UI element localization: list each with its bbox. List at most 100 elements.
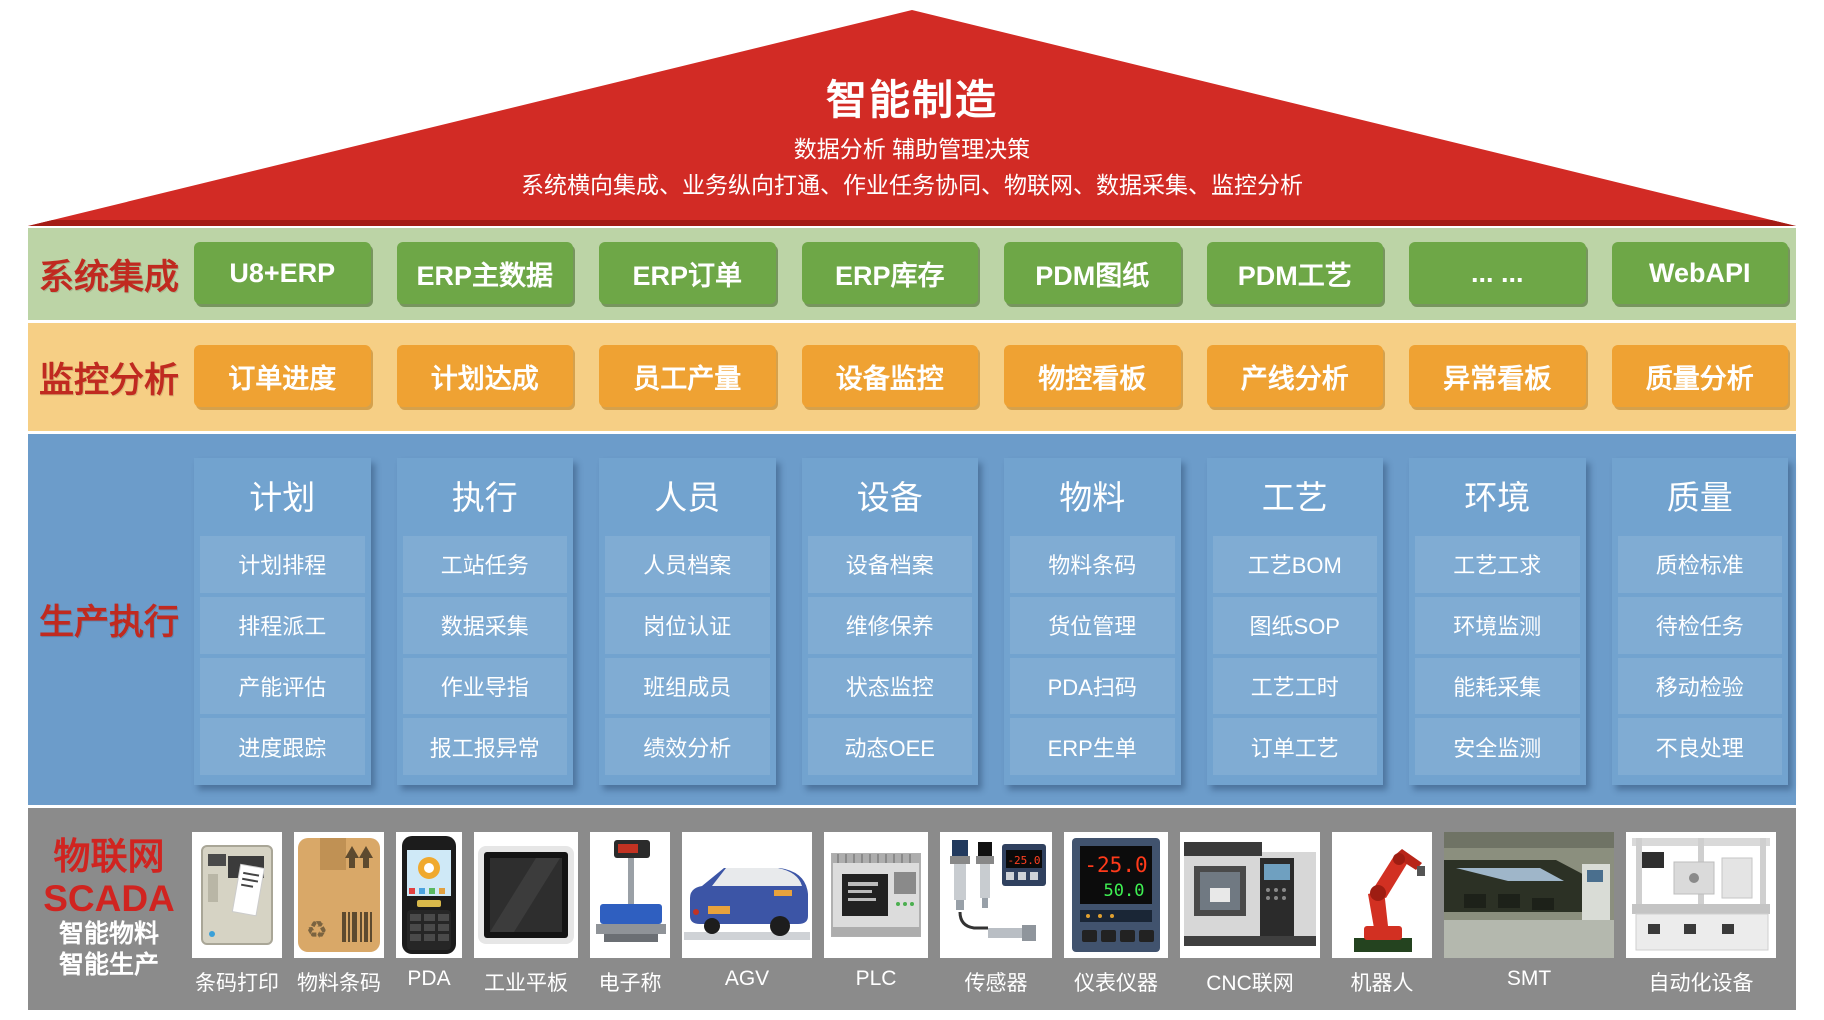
- execution-item: 工站任务: [402, 536, 567, 593]
- execution-columns: 计划计划排程排程派工产能评估进度跟踪执行工站任务数据采集作业导指报工报异常人员人…: [190, 434, 1796, 805]
- diagram-title: 智能制造: [826, 77, 998, 123]
- pda-icon: [396, 832, 462, 958]
- device-caption: PDA: [407, 967, 451, 990]
- monitoring-analysis-band: 监控分析 订单进度计划达成员工产量设备监控物控看板产线分析异常看板质量分析: [28, 323, 1796, 431]
- sensor-icon: -25.0: [940, 832, 1052, 958]
- industrial-tablet-icon: [474, 832, 578, 958]
- integration-item: ERP订单: [599, 242, 776, 304]
- monitoring-item: 设备监控: [801, 345, 978, 407]
- device-gallery: 条码打印 ♻物料条码 PDA 工业平板 电子称 AGV PLC -25.0 传感器 -25.0 50…: [190, 808, 1796, 1010]
- device-caption: CNC联网: [1206, 972, 1294, 995]
- monitoring-item: 订单进度: [194, 345, 371, 407]
- pyramid-section: 智能制造 数据分析 辅助管理决策 系统横向集成、业务纵向打通、作业任务协同、物联…: [28, 10, 1796, 226]
- integration-item: ERP库存: [801, 242, 978, 304]
- electronic-scale-icon: [590, 832, 670, 958]
- monitoring-item: 质量分析: [1611, 345, 1788, 407]
- production-execution-band: 生产执行 计划计划排程排程派工产能评估进度跟踪执行工站任务数据采集作业导指报工报…: [28, 434, 1796, 805]
- execution-item: 计划排程: [200, 536, 365, 593]
- integration-item: PDM图纸: [1004, 242, 1181, 304]
- device-caption: AGV: [724, 967, 770, 990]
- device-item: CNC联网: [1180, 832, 1320, 997]
- device-caption: 自动化设备: [1648, 972, 1754, 995]
- device-caption: 工业平板: [484, 972, 568, 995]
- execution-item: 不良处理: [1617, 718, 1782, 775]
- device-item: PLC: [824, 832, 928, 991]
- execution-column: 执行工站任务数据采集作业导指报工报异常: [396, 458, 573, 785]
- instrument-meter-icon: -25.0 50.0: [1064, 832, 1168, 958]
- device-item: ♻物料条码: [294, 832, 384, 997]
- execution-column: 计划计划排程排程派工产能评估进度跟踪: [194, 458, 371, 785]
- execution-column-header: 工艺: [1261, 479, 1328, 516]
- execution-item: 进度跟踪: [200, 718, 365, 775]
- device-item: AGV: [682, 832, 812, 991]
- device-caption: SMT: [1506, 967, 1552, 990]
- band-label-monitoring-analysis: 监控分析: [38, 360, 179, 400]
- svg-text:50.0: 50.0: [1104, 881, 1145, 901]
- device-item: 电子称: [590, 832, 670, 997]
- execution-item: 岗位认证: [605, 596, 770, 654]
- material-barcode-icon: ♻: [294, 832, 384, 958]
- smart-production-label: 智能生产: [58, 951, 159, 980]
- execution-item: 待检任务: [1617, 596, 1782, 654]
- execution-item: 设备档案: [807, 536, 972, 593]
- device-caption: 电子称: [598, 972, 662, 995]
- execution-column-header: 计划: [249, 479, 316, 516]
- iot-scada-label: 物联网 SCADA 智能物料 智能生产: [28, 808, 190, 1010]
- execution-column-header: 设备: [856, 479, 923, 516]
- execution-item: 能耗采集: [1415, 657, 1580, 715]
- execution-column-header: 质量: [1666, 479, 1733, 516]
- device-caption: 机器人: [1350, 972, 1414, 995]
- execution-item: 订单工艺: [1212, 718, 1377, 775]
- execution-item: 工艺工求: [1415, 536, 1580, 593]
- execution-item: 人员档案: [605, 536, 770, 593]
- execution-column-header: 物料: [1059, 479, 1126, 516]
- integration-item: ERP主数据: [396, 242, 573, 304]
- scada-label: SCADA: [43, 877, 175, 919]
- device-caption: 传感器: [964, 972, 1028, 995]
- execution-item: 工艺工时: [1212, 657, 1377, 715]
- execution-item: 维修保养: [807, 596, 972, 654]
- device-item: SMT: [1444, 832, 1614, 991]
- integration-item: PDM工艺: [1206, 242, 1383, 304]
- execution-item: 绩效分析: [605, 718, 770, 775]
- execution-item: 物料条码: [1010, 536, 1175, 593]
- execution-column: 环境工艺工求环境监测能耗采集安全监测: [1409, 458, 1586, 785]
- execution-item: 移动检验: [1617, 657, 1782, 715]
- device-caption: 条码打印: [195, 972, 279, 995]
- integration-item: U8+ERP: [194, 242, 371, 304]
- execution-column-header: 人员: [654, 479, 721, 516]
- device-item: 自动化设备: [1626, 832, 1776, 997]
- execution-column: 质量质检标准待检任务移动检验不良处理: [1611, 458, 1788, 785]
- device-item: -25.0 传感器: [940, 832, 1052, 997]
- device-item: 机器人: [1332, 832, 1432, 997]
- execution-item: 作业导指: [402, 657, 567, 715]
- device-caption: 仪表仪器: [1074, 972, 1158, 995]
- execution-column-header: 环境: [1464, 479, 1531, 516]
- svg-text:-25.0: -25.0: [1007, 854, 1040, 867]
- svg-text:-25.0: -25.0: [1084, 853, 1147, 877]
- execution-item: 排程派工: [200, 596, 365, 654]
- band-label-system-integration: 系统集成: [38, 257, 179, 297]
- pyramid-subtitle-1: 数据分析 辅助管理决策: [793, 136, 1031, 162]
- execution-column: 设备设备档案维修保养状态监控动态OEE: [801, 458, 978, 785]
- execution-item: 环境监测: [1415, 596, 1580, 654]
- monitoring-item: 异常看板: [1409, 345, 1586, 407]
- device-item: -25.0 50.0 仪表仪器: [1064, 832, 1168, 997]
- execution-item: 状态监控: [807, 657, 972, 715]
- device-item: 条码打印: [192, 832, 282, 997]
- monitoring-item: 员工产量: [599, 345, 776, 407]
- agv-icon: [682, 832, 812, 958]
- execution-column-header: 执行: [451, 479, 518, 516]
- execution-item: 班组成员: [605, 657, 770, 715]
- smart-material-label: 智能物料: [58, 920, 159, 949]
- automation-equipment-icon: [1626, 832, 1776, 958]
- svg-text:♻: ♻: [306, 917, 328, 944]
- execution-item: 质检标准: [1617, 536, 1782, 593]
- robot-arm-icon: [1332, 832, 1432, 958]
- cnc-machine-icon: [1180, 832, 1320, 958]
- execution-item: 数据采集: [402, 596, 567, 654]
